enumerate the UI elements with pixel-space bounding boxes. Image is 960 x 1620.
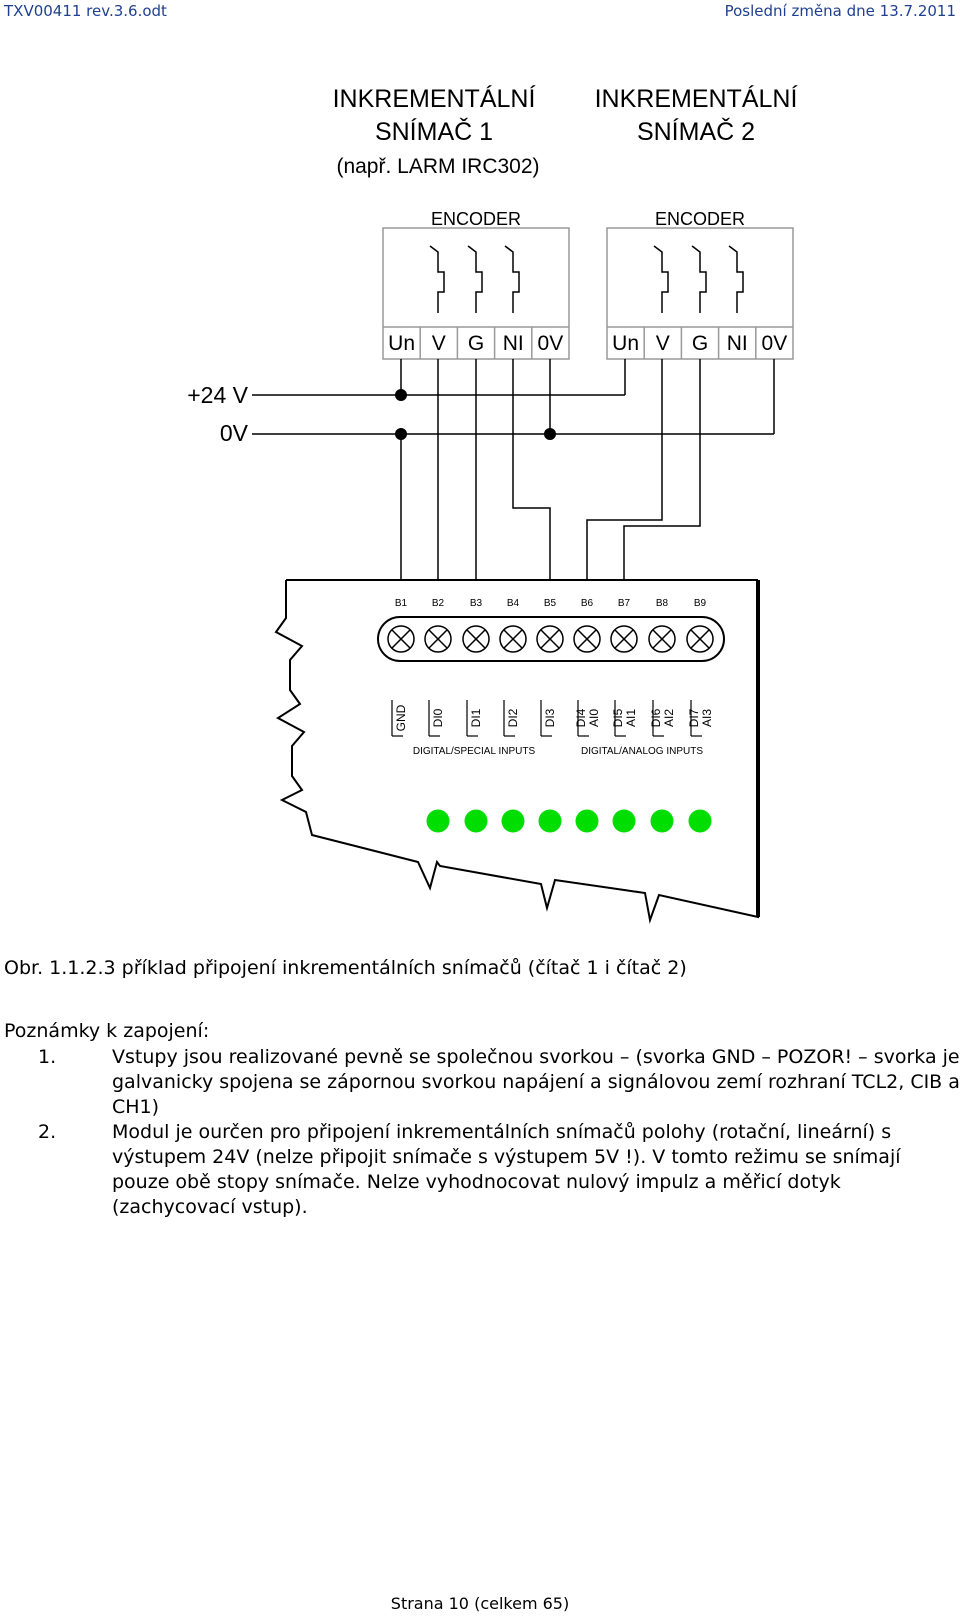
module-terminal-label: B1	[395, 598, 408, 609]
wires	[400, 359, 775, 580]
junction-dot	[395, 389, 407, 401]
status-led	[426, 809, 450, 833]
figure-caption: Obr. 1.1.2.3 příklad připojení inkrement…	[4, 957, 687, 979]
module-terminal-label: B3	[470, 598, 483, 609]
notes-title: Poznámky k zapojení:	[4, 1020, 210, 1042]
group-digital-special: DIGITAL/SPECIAL INPUTS	[413, 746, 536, 757]
sensor2-title-line1: INKREMENTÁLNÍ	[595, 84, 798, 113]
note-text: Modul je ourčen pro připojení inkrementá…	[112, 1121, 901, 1218]
input-label: GND	[394, 704, 408, 731]
module-outline	[274, 579, 759, 924]
module-terminal-label: B7	[618, 598, 631, 609]
input-label: DI1	[469, 708, 483, 727]
input-label: DI4	[574, 708, 588, 727]
switch-contact	[691, 245, 707, 313]
input-label: DI6	[649, 708, 663, 727]
module-terminal-label: B8	[656, 598, 669, 609]
supply-plus-label: +24 V	[187, 382, 248, 408]
note-item-2: 2. Modul je ourčen pro připojení inkreme…	[38, 1120, 958, 1218]
module-terminal-label: B6	[581, 598, 594, 609]
sensor1-title-line2: SNÍMAČ 1	[375, 117, 493, 146]
terminal-screw	[462, 625, 490, 653]
note-number: 1.	[38, 1046, 57, 1068]
sensor1-title-line1: INKREMENTÁLNÍ	[333, 84, 536, 113]
terminal-screw	[424, 625, 452, 653]
header-filename: TXV00411 rev.3.6.odt	[4, 2, 167, 20]
input-label-analog: AI3	[700, 709, 714, 727]
input-label: DI2	[506, 708, 520, 727]
terminal-screw	[648, 625, 676, 653]
junction-dot	[544, 428, 556, 440]
junction-dot	[395, 428, 407, 440]
encoder-terminal-label: 0V	[762, 332, 788, 355]
module-terminal-label: B5	[544, 598, 557, 609]
encoder-terminal-label: NI	[503, 332, 524, 355]
encoder-terminal-label: G	[692, 332, 708, 355]
input-label-analog: AI2	[662, 709, 676, 727]
sensor2-title-line2: SNÍMAČ 2	[637, 117, 755, 146]
wiring-diagram: INKREMENTÁLNÍ SNÍMAČ 1 (např. LARM IRC30…	[187, 84, 798, 924]
note-number: 2.	[38, 1121, 57, 1143]
encoder1-label: ENCODER	[431, 209, 521, 229]
status-led	[612, 809, 636, 833]
encoder-terminal-label: V	[656, 332, 670, 355]
terminal-screw	[387, 625, 415, 653]
status-led	[538, 809, 562, 833]
note-item-1: 1. Vstupy jsou realizované pevně se spol…	[38, 1045, 960, 1120]
input-label: DI3	[543, 708, 557, 727]
switch-contact	[429, 245, 445, 313]
status-led	[650, 809, 674, 833]
switch-contact	[728, 245, 744, 313]
encoder-terminal-label: NI	[727, 332, 748, 355]
terminal-screw	[573, 625, 601, 653]
input-label: DI0	[431, 708, 445, 727]
terminal-screw	[610, 625, 638, 653]
module-terminal-label: B9	[694, 598, 707, 609]
input-label-analog: AI0	[587, 709, 601, 727]
module-terminal-label: B2	[432, 598, 445, 609]
supply-zero-label: 0V	[220, 420, 249, 446]
header-last-change: Poslední změna dne 13.7.2011	[724, 2, 956, 20]
switch-contact	[653, 245, 669, 313]
terminal-screw	[536, 625, 564, 653]
encoder-terminal-label: Un	[388, 332, 415, 355]
encoder2-label: ENCODER	[655, 209, 745, 229]
terminal-screw	[686, 625, 714, 653]
status-led	[464, 809, 488, 833]
encoder-terminal-label: Un	[612, 332, 639, 355]
note-text: Vstupy jsou realizované pevně se společn…	[112, 1046, 960, 1118]
encoder-terminal-label: G	[468, 332, 484, 355]
encoder-terminal-label: 0V	[538, 332, 564, 355]
page-footer: Strana 10 (celkem 65)	[390, 1594, 570, 1613]
status-led	[575, 809, 599, 833]
status-led	[501, 809, 525, 833]
encoder-terminal-label: V	[432, 332, 446, 355]
status-led	[688, 809, 712, 833]
switch-contact	[504, 245, 520, 313]
module-terminal-label: B4	[507, 598, 520, 609]
sensor1-title-line3: (např. LARM IRC302)	[336, 155, 539, 178]
input-label: DI5	[611, 708, 625, 727]
switch-contact	[467, 245, 483, 313]
input-label: DI7	[687, 708, 701, 727]
input-label-analog: AI1	[624, 709, 638, 727]
group-digital-analog: DIGITAL/ANALOG INPUTS	[581, 746, 703, 757]
terminal-screw	[499, 625, 527, 653]
